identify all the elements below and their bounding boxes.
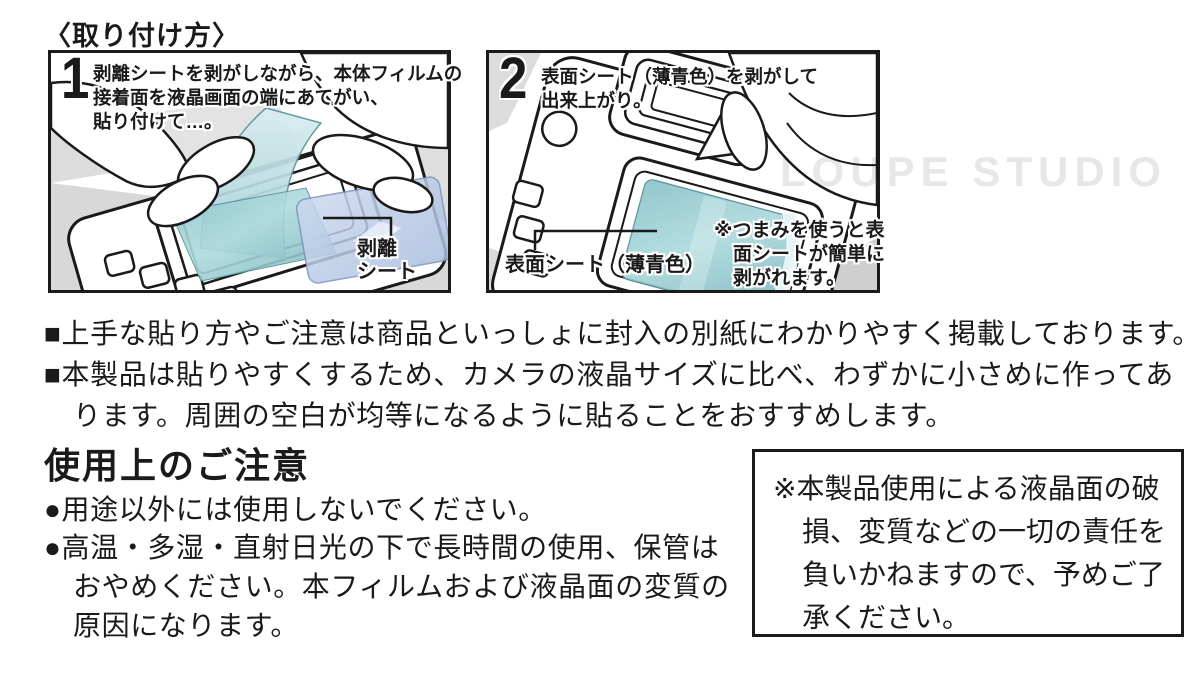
step-1-panel: 1 剥離シートを剥がしながら、本体フィルムの 接着面を液晶画面の端にあてがい、 …: [48, 46, 462, 293]
release-sheet-label: 剥離 シート: [357, 238, 417, 283]
step-2-number: 2: [499, 46, 528, 111]
step-2-instruction: 表面シート（薄青色）を剥がして 出来上がり。: [541, 66, 818, 111]
surface-sheet-leader-line: [533, 229, 657, 250]
loupe-studio-watermark: LOUPE STUDIO: [780, 148, 1168, 195]
general-notes: ■上手な貼り方やご注意は商品といっしょに封入の別紙にわかりやすく掲載しております…: [44, 313, 1200, 436]
caution-heading: 使用上のご注意: [44, 445, 311, 486]
note-size-line2: ります。周囲の空白が均等になるように貼ることをおすすめします。: [73, 400, 955, 431]
step-2-panel: 2 表面シート（薄青色）を剥がして 出来上がり。 表面シート（薄青色） ※つまみ…: [486, 46, 885, 293]
caution-bullet-usage: ●用途以外には使用しないでください。: [44, 494, 547, 525]
step-1-number: 1: [61, 46, 90, 111]
surface-sheet-label: 表面シート（薄青色）: [505, 254, 705, 276]
pinch-tab-note: ※つまみを使うと表 面シートが簡単に 剥がれます。: [714, 220, 886, 289]
step-1-instruction: 剥離シートを剥がしながら、本体フィルムの 接着面を液晶画面の端にあてがい、 貼り…: [93, 63, 463, 132]
step-1-illustration: [51, 53, 448, 290]
release-sheet-leader-line: [323, 216, 393, 236]
step-2-illustration: [489, 53, 877, 290]
page-title: 〈取り付け方〉: [44, 21, 240, 51]
note-size-line1: ■本製品は貼りやすくするため、カメラの液晶サイズに比べ、わずかに小さめに作ってあ: [44, 359, 1174, 390]
note-insert-sheet: ■上手な貼り方やご注意は商品といっしょに封入の別紙にわかりやすく掲載しております…: [44, 318, 1200, 349]
disclaimer-box: ※本製品使用による液晶面の破 損、変質などの一切の責任を 負いかねますので、予め…: [752, 449, 1184, 637]
caution-bullet-environment: ●高温・多湿・直射日光の下で長時間の使用、保管は おやめください。本フィルムおよ…: [44, 532, 730, 641]
